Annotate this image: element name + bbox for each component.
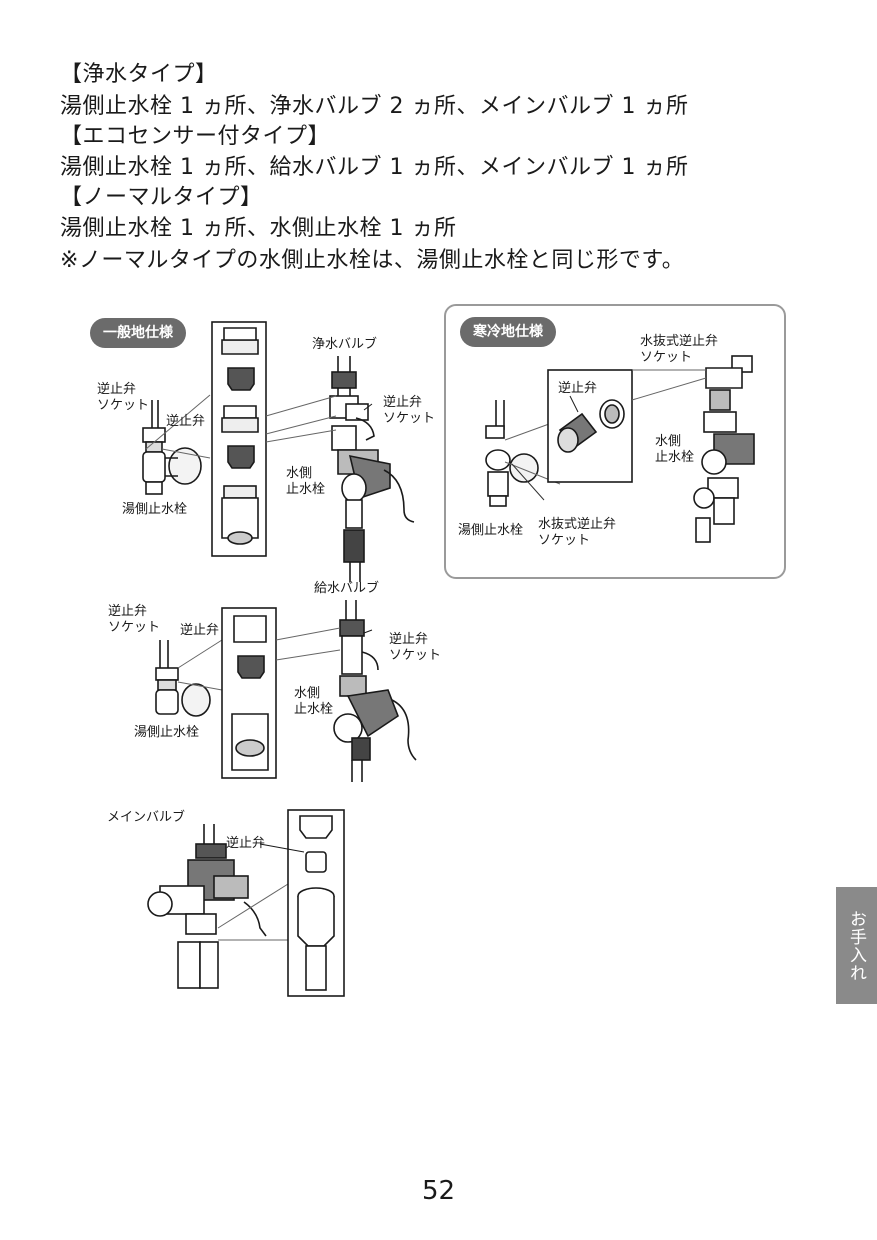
hot-stop-valve-drawing-1 bbox=[142, 394, 211, 495]
cold-water-stop-valve-drawing bbox=[631, 355, 755, 543]
label-drain-socket-top: 水抜式逆止弁 ソケット bbox=[640, 334, 719, 365]
main-valve-drawing bbox=[147, 824, 289, 989]
badge-general-spec: 一般地仕様 bbox=[90, 318, 186, 348]
side-tab-maintenance[interactable]: お手入れ bbox=[836, 887, 877, 1004]
heading-normal-type: 【ノーマルタイプ】 bbox=[60, 185, 263, 210]
detail-box-3-parts bbox=[297, 815, 335, 991]
label-cold-water-stop-valve: 水側 止水栓 bbox=[655, 434, 695, 465]
purifier-valve-drawing bbox=[265, 356, 415, 582]
normal-type-desc: 湯側止水栓 1 ヵ所、水側止水栓 1 ヵ所 bbox=[60, 216, 457, 241]
hot-stop-valve-drawing-2 bbox=[155, 639, 223, 717]
label-main-valve: メインバルブ bbox=[107, 810, 186, 825]
label-cold-check-valve: 逆止弁 bbox=[558, 381, 598, 396]
label-purifier-valve: 浄水バルブ bbox=[312, 337, 378, 352]
label-hot-stop-valve: 湯側止水栓 bbox=[122, 502, 188, 517]
heading-purifier-type: 【浄水タイプ】 bbox=[60, 62, 218, 87]
cold-hot-stop-valve-drawing bbox=[485, 400, 561, 507]
label-supply-check-valve-socket-right: 逆止弁 ソケット bbox=[389, 632, 442, 663]
label-check-valve-socket-right: 逆止弁 ソケット bbox=[383, 395, 436, 426]
label-cold-hot-stop-valve: 湯側止水栓 bbox=[458, 523, 524, 538]
cold-spec-frame bbox=[444, 304, 786, 579]
cold-detail-parts bbox=[557, 399, 625, 453]
label-supply-check-valve-socket: 逆止弁 ソケット bbox=[108, 604, 161, 635]
label-water-stop-valve: 水側 止水栓 bbox=[286, 466, 326, 497]
supply-valve-drawing bbox=[275, 600, 417, 782]
eco-sensor-type-desc: 湯側止水栓 1 ヵ所、給水バルブ 1 ヵ所、メインバルブ 1 ヵ所 bbox=[60, 155, 689, 180]
detail-box-2-parts bbox=[231, 615, 269, 771]
label-check-valve: 逆止弁 bbox=[166, 414, 206, 429]
page-number: 52 bbox=[421, 1176, 456, 1206]
label-drain-socket-bottom: 水抜式逆止弁 ソケット bbox=[538, 517, 617, 548]
label-main-check-valve: 逆止弁 bbox=[226, 836, 266, 851]
label-supply-hot-stop-valve: 湯側止水栓 bbox=[134, 725, 200, 740]
purifier-type-desc: 湯側止水栓 1 ヵ所、浄水バルブ 2 ヵ所、メインバルブ 1 ヵ所 bbox=[60, 94, 689, 119]
detail-box-1-parts bbox=[221, 327, 259, 545]
badge-cold-spec: 寒冷地仕様 bbox=[460, 317, 556, 347]
normal-type-note: ※ノーマルタイプの水側止水栓は、湯側止水栓と同じ形です。 bbox=[60, 248, 685, 273]
heading-eco-sensor-type: 【エコセンサー付タイプ】 bbox=[60, 124, 331, 149]
label-supply-water-stop-valve: 水側 止水栓 bbox=[294, 686, 334, 717]
label-check-valve-socket: 逆止弁 ソケット bbox=[97, 382, 150, 413]
label-supply-check-valve: 逆止弁 bbox=[180, 623, 220, 638]
label-supply-valve: 給水バルブ bbox=[314, 581, 380, 596]
